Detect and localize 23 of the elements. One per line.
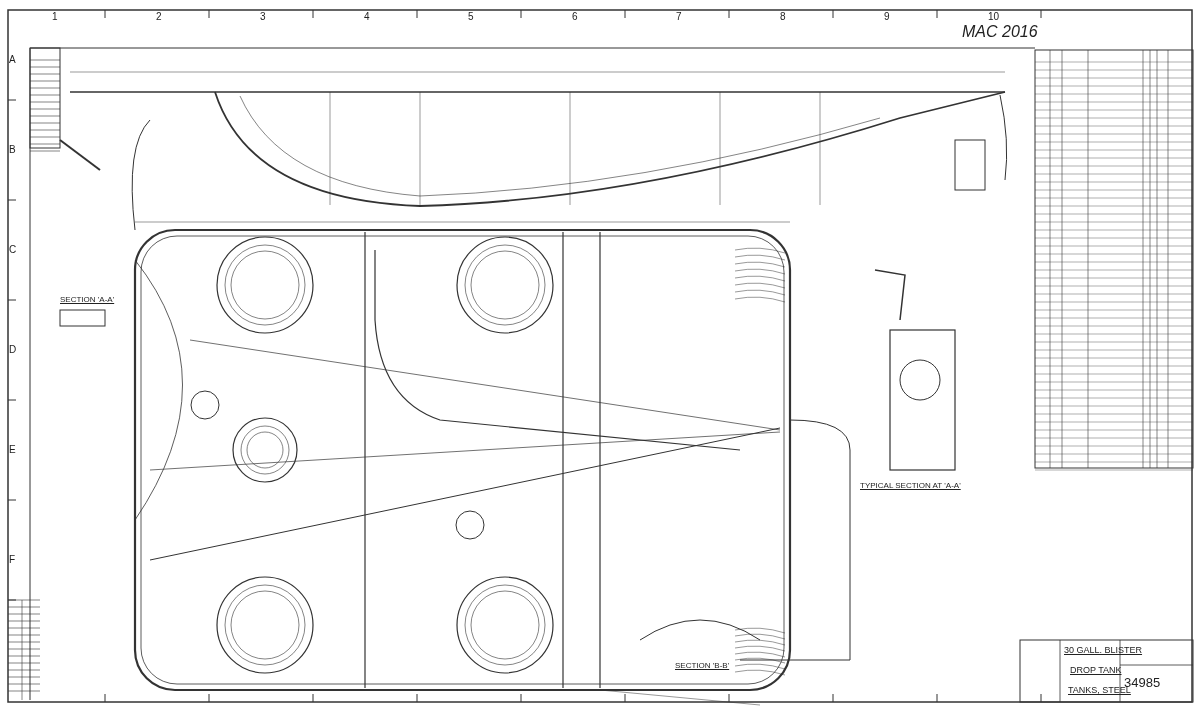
grid-reference: 3 <box>260 12 266 22</box>
grid-reference: 8 <box>780 12 786 22</box>
section-label: SECTION 'B-B' <box>675 662 730 670</box>
grid-reference: C <box>9 245 17 255</box>
grid-reference: 5 <box>468 12 474 22</box>
grid-reference: 4 <box>364 12 370 22</box>
grid-reference: B <box>9 145 16 155</box>
title-block-text: 30 GALL. BLISTER <box>1064 646 1143 655</box>
grid-reference: E <box>9 445 16 455</box>
grid-reference: D <box>9 345 17 355</box>
grid-reference: 9 <box>884 12 890 22</box>
grid-reference: A <box>9 55 16 65</box>
grid-reference: F <box>9 555 16 565</box>
title-block-text: TANKS, STEEL <box>1068 686 1131 695</box>
section-label: SECTION 'A-A' <box>60 296 115 304</box>
grid-reference: 2 <box>156 12 162 22</box>
grid-reference: 1 <box>52 12 58 22</box>
handwritten-note: MAC 2016 <box>962 24 1038 40</box>
grid-reference: 10 <box>988 12 1000 22</box>
section-label: TYPICAL SECTION AT 'A-A' <box>860 482 961 490</box>
grid-reference: 7 <box>676 12 682 22</box>
title-block-text: DROP TANK <box>1070 666 1122 675</box>
grid-reference: 6 <box>572 12 578 22</box>
